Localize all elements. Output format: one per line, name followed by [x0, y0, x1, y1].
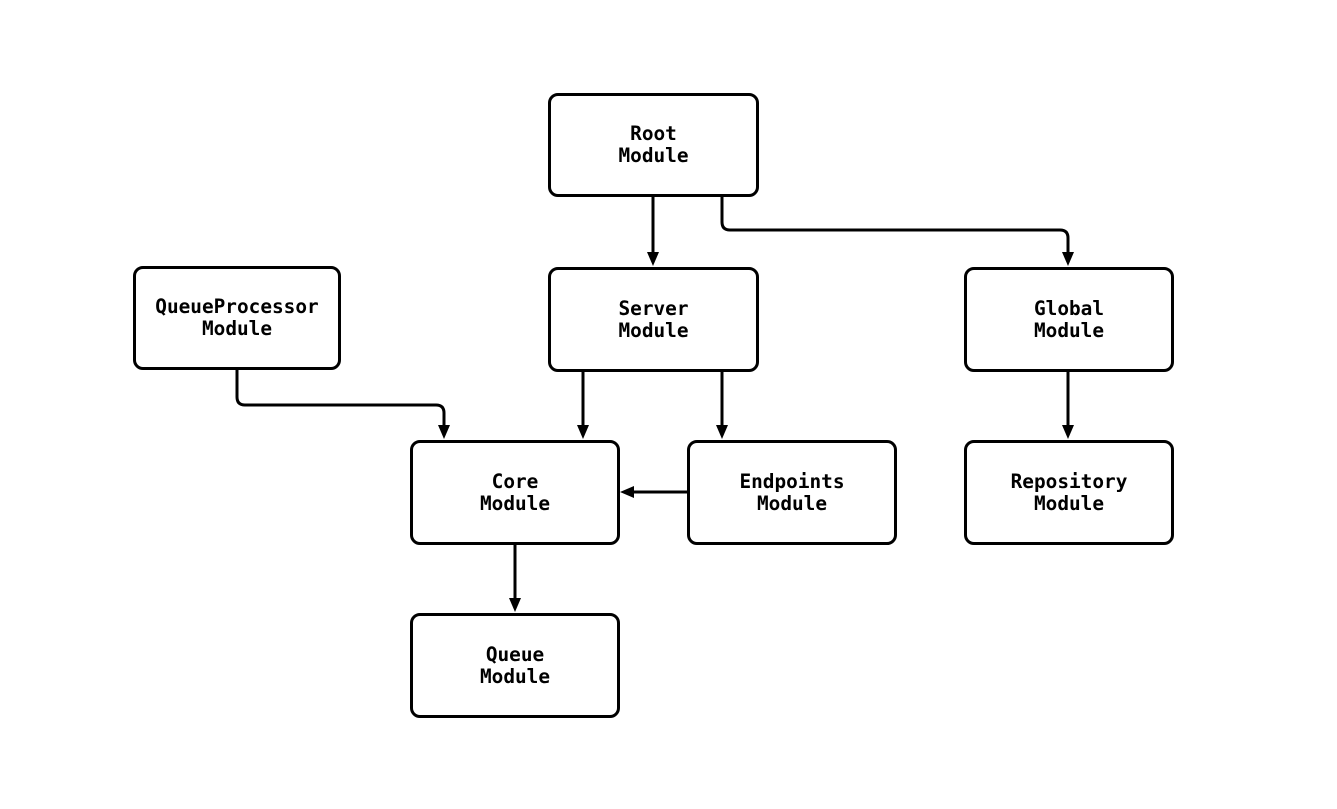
node-server-module[interactable]: Server Module	[548, 267, 759, 372]
node-server-module-name: Server	[618, 296, 689, 320]
node-repository-module-suffix: Module	[1033, 491, 1105, 515]
node-core-module[interactable]: Core Module	[410, 440, 620, 545]
node-endpoints-module-name: Endpoints	[739, 469, 845, 493]
node-queueprocessor-module-suffix: Module	[201, 317, 273, 340]
node-queue-module-suffix: Module	[479, 664, 551, 688]
node-endpoints-module[interactable]: Endpoints Module	[687, 440, 897, 545]
node-global-module-suffix: Module	[1033, 318, 1105, 342]
node-root-module-name: Root	[630, 122, 677, 145]
node-queue-module-name: Queue	[485, 642, 545, 666]
node-global-module-name: Global	[1033, 296, 1105, 320]
node-root-module-suffix: Module	[618, 144, 689, 167]
edge-root-to-global	[720, 197, 1074, 266]
node-queue-module[interactable]: Queue Module	[410, 613, 620, 718]
node-core-module-suffix: Module	[479, 491, 551, 515]
node-global-module[interactable]: Global Module	[964, 267, 1174, 372]
node-root-module[interactable]: Root Module	[548, 93, 759, 197]
node-core-module-name: Core	[491, 469, 539, 493]
node-endpoints-module-suffix: Module	[756, 491, 828, 515]
node-server-module-suffix: Module	[618, 318, 689, 342]
edge-queueprocessor-to-core	[235, 370, 450, 439]
node-repository-module[interactable]: Repository Module	[964, 440, 1174, 545]
node-queueprocessor-module-name: QueueProcessor	[155, 295, 319, 318]
node-queueprocessor-module[interactable]: QueueProcessor Module	[133, 266, 341, 370]
node-repository-module-name: Repository	[1010, 469, 1128, 493]
